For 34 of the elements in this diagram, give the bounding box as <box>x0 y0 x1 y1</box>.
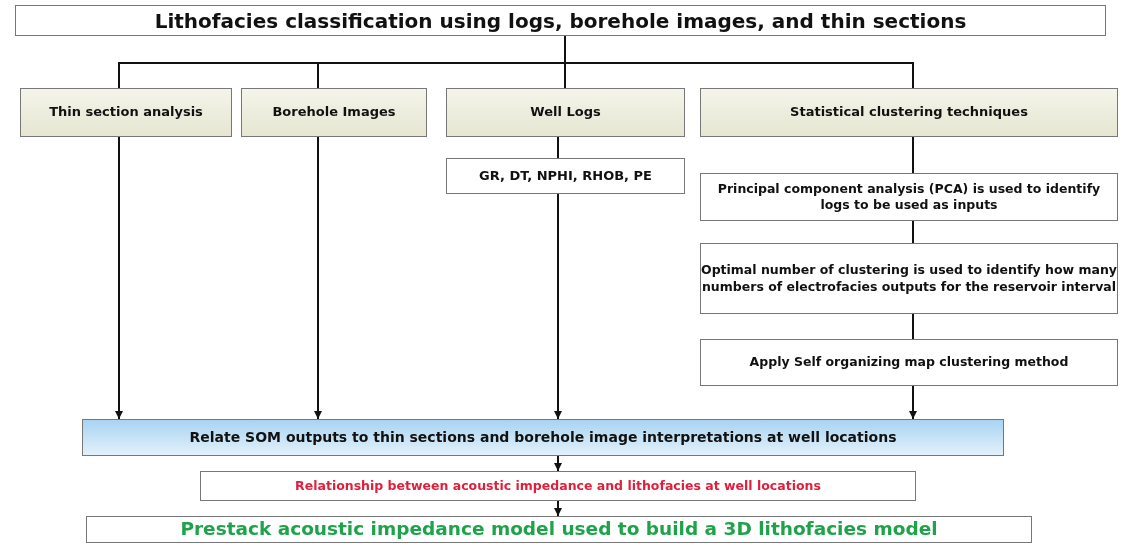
title-text: Lithofacies classification using logs, borehole images, and thin sections <box>154 7 967 34</box>
category-box <box>700 88 1118 137</box>
arrow <box>554 455 562 472</box>
box-text: Relationship between acoustic impedance and lithofacies at well locations <box>295 477 821 495</box>
box-text: Prestack acoustic impedance model used to build a 3D lithofacies model <box>180 517 938 542</box>
process-box <box>700 173 1118 221</box>
box-text: Apply Self organizing map clustering method <box>749 354 1069 371</box>
box-text: Relate SOM outputs to thin sections and borehole image interpretations at well locations <box>189 428 897 447</box>
box-text: Principal component analysis (PCA) is used to identify logs to be used as inputs <box>716 180 1102 214</box>
title-box <box>15 5 1106 36</box>
box-text: Borehole Images <box>272 104 396 121</box>
connector-line <box>912 220 914 244</box>
process-box <box>700 339 1118 386</box>
category-box <box>241 88 427 137</box>
arrow <box>554 193 562 420</box>
process-box <box>700 243 1118 314</box>
process-box <box>446 158 685 194</box>
connector-line <box>912 313 914 340</box>
process-box <box>200 471 916 501</box>
arrow <box>909 385 917 420</box>
process-box <box>82 419 1004 456</box>
box-text: Statistical clustering techniques <box>790 104 1028 121</box>
connector-line <box>557 136 559 159</box>
arrow <box>115 136 123 420</box>
category-box <box>446 88 685 137</box>
category-box <box>20 88 232 137</box>
connector-line <box>912 136 914 174</box>
box-text: Well Logs <box>530 104 601 121</box>
arrow <box>314 136 322 420</box>
box-text: GR, DT, NPHI, RHOB, PE <box>479 167 652 185</box>
box-text: Thin section analysis <box>49 104 203 121</box>
output-box <box>86 516 1032 543</box>
arrow <box>554 500 562 517</box>
box-text: Optimal number of clustering is used to identify how many numbers of electrofacies outputs for the reservoir interval <box>701 262 1117 295</box>
